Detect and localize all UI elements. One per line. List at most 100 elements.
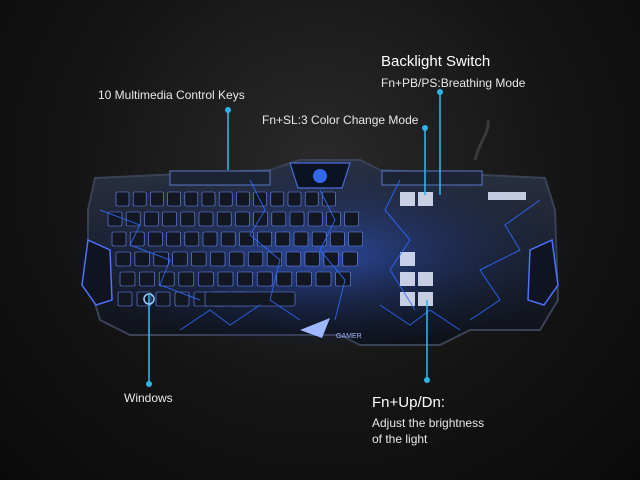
key (158, 271, 175, 287)
key (134, 251, 150, 267)
key (323, 251, 339, 267)
key (344, 211, 359, 227)
key (119, 271, 136, 287)
callout-brightness-line2: of the light (372, 432, 428, 446)
gamer-logo-mark (300, 318, 330, 338)
key (253, 211, 268, 227)
key (311, 231, 327, 247)
key (248, 251, 264, 267)
key (129, 231, 145, 247)
key (289, 211, 305, 227)
keyboard-cable (473, 119, 490, 161)
key (184, 231, 200, 247)
lightning-bolt (469, 199, 541, 321)
key (166, 231, 181, 247)
callout-brightness-title: Fn+Up/Dn: (372, 394, 445, 411)
key (210, 251, 226, 267)
key (275, 231, 291, 247)
key (335, 271, 351, 287)
lightning-bolt (384, 179, 416, 311)
lightning-effect (99, 179, 541, 331)
key (304, 251, 320, 267)
callout-backlight-detail: Fn+PB/PS:Breathing Mode (381, 76, 526, 90)
callout-dot-multimedia (225, 107, 231, 113)
callout-dot-brightness (424, 377, 430, 383)
key (216, 211, 232, 227)
key (144, 211, 159, 227)
key (237, 271, 253, 287)
key (115, 191, 130, 207)
backlit-key (418, 272, 433, 286)
key (330, 231, 345, 247)
key (293, 231, 309, 247)
key (132, 191, 147, 207)
key (296, 271, 312, 287)
key (304, 191, 319, 207)
backlit-key (418, 192, 433, 206)
key (307, 211, 323, 227)
key (148, 231, 163, 247)
key (236, 191, 250, 207)
key (139, 271, 155, 287)
left-wing (81, 238, 113, 306)
spacebar-key (204, 291, 296, 307)
key (198, 271, 214, 287)
key (229, 251, 245, 267)
key (285, 251, 301, 267)
key (201, 191, 216, 207)
key (342, 251, 358, 267)
callout-dot-backlight (437, 89, 443, 95)
key (150, 191, 164, 207)
key (198, 211, 214, 227)
key (348, 231, 363, 247)
key (184, 191, 199, 207)
key (257, 231, 272, 247)
callout-brightness-line1: Adjust the brightness (372, 416, 485, 430)
key (174, 291, 190, 307)
lightning-bolt (99, 209, 201, 301)
key (180, 211, 196, 227)
key (326, 211, 341, 227)
callout-dot-color-change (422, 125, 428, 131)
key (107, 211, 123, 227)
key (253, 191, 267, 207)
callout-dot-windows (146, 381, 152, 387)
key (235, 211, 250, 227)
callout-backlight-title: Backlight Switch (381, 53, 491, 70)
callout-windows: Windows (124, 391, 173, 405)
backlit-key (418, 292, 433, 306)
key (155, 291, 171, 307)
key (218, 191, 233, 207)
key (315, 271, 332, 287)
key (167, 191, 181, 207)
backlit-key (400, 292, 415, 306)
key (202, 231, 218, 247)
key (271, 211, 287, 227)
windows-key-ring (143, 293, 155, 305)
callout-multimedia-keys: 10 Multimedia Control Keys (98, 88, 245, 102)
backlit-key (400, 252, 415, 266)
logo-text: GAMER (336, 333, 362, 340)
key (117, 291, 133, 307)
key (217, 271, 234, 287)
key (191, 251, 207, 267)
lightning-bolt (179, 304, 261, 331)
key (125, 211, 141, 227)
key-grid (107, 191, 433, 307)
callout-lines (148, 92, 441, 384)
lightning-bolt (379, 304, 461, 331)
lightning-bolt (319, 189, 346, 321)
backlit-key (400, 272, 415, 286)
key (270, 191, 285, 207)
key (111, 231, 127, 247)
key (178, 271, 195, 287)
key (322, 191, 336, 207)
key (172, 251, 188, 267)
key (115, 251, 131, 267)
key (256, 271, 273, 287)
lightning-bolt (249, 179, 301, 321)
right-wing (527, 238, 559, 306)
callout-dots (146, 89, 443, 387)
